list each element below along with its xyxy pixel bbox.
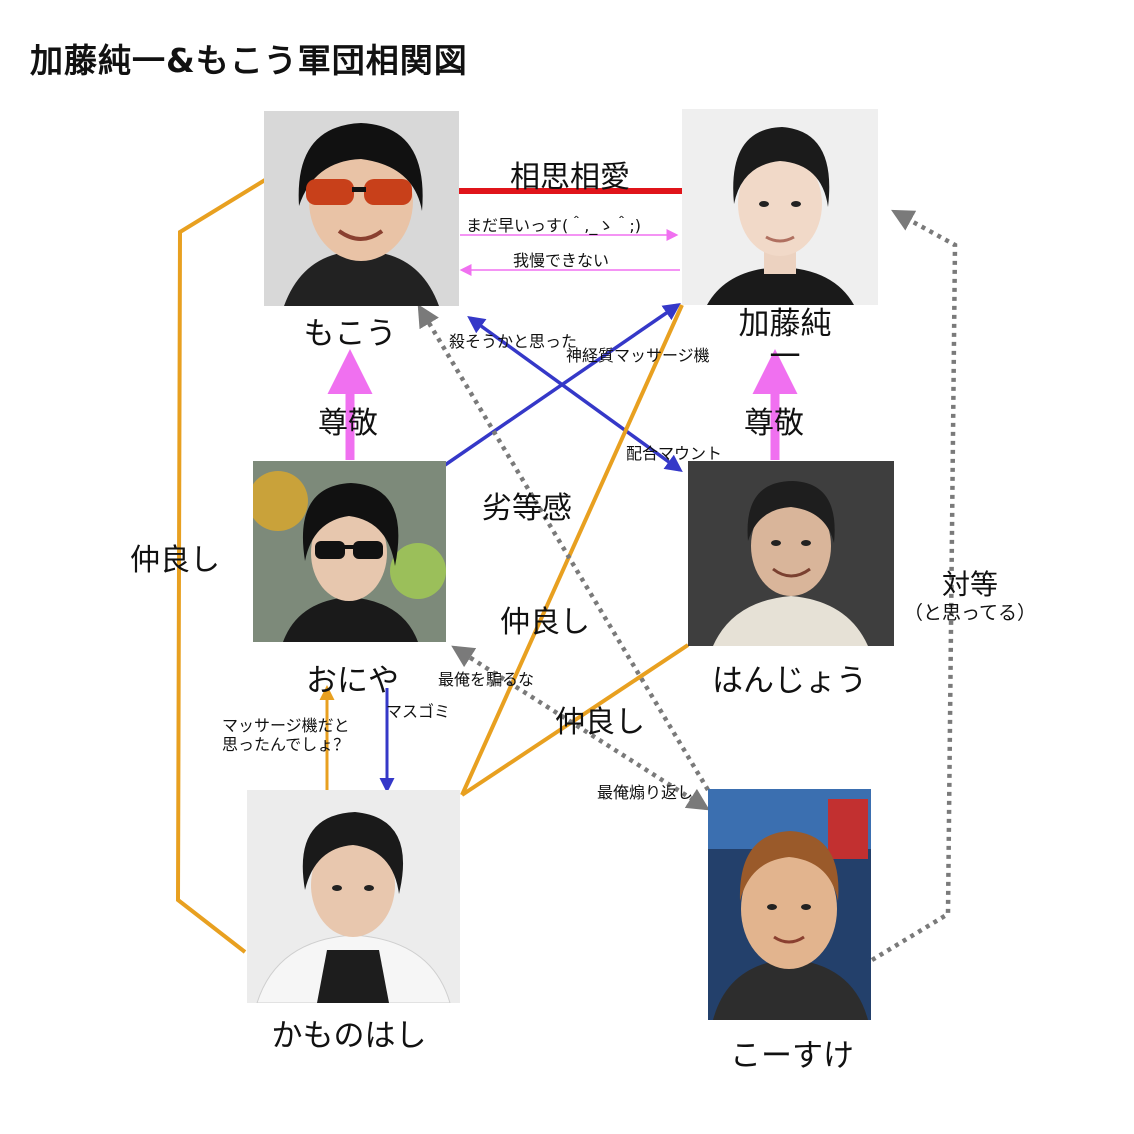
dotted-kosuke-to-kato [870,209,958,962]
kamonohashi-photo [247,790,460,1003]
label-mada-hayai: まだ早いっす(＾,_ゝ＾;) [466,216,641,235]
label-taitou-main: 対等 [941,568,998,601]
friend-line-mokou-kamonohashi [175,178,267,954]
name-kosuke: こーすけ [730,1038,854,1074]
hanjou-photo [688,461,894,646]
label-nakayoshi-low: 仲良し [555,705,645,740]
label-sonkei-left: 尊敬 [318,406,378,441]
name-oniya: おにや [306,663,399,699]
label-nakayoshi-mid: 仲良し [500,605,590,640]
label-shinkeishitsu: 神経質マッサージ機 [566,346,710,365]
label-soushi-souai: 相思相愛 [510,160,630,195]
name-kato: 加藤純一 [738,306,832,375]
label-rettoukan: 劣等感 [482,491,572,526]
oniya-photo [253,461,446,642]
label-nakayoshi-left: 仲良し [130,543,220,578]
name-kamonohashi: かものはし [271,1018,427,1054]
kosuke-photo [708,789,871,1020]
label-haigou-mount: 配合マウント [626,444,723,463]
label-taitou: 対等 （と思ってる） [900,568,1040,624]
name-mokou: もこう [303,316,397,352]
label-saiore-aori: 最俺煽り返し [597,783,694,802]
label-gaman: 我慢できない [513,251,610,270]
label-taitou-sub: （と思ってる） [903,601,1037,624]
label-massage-line2: 思ったんでしょ？ [222,735,350,755]
label-massage-line1: マッサージ機だと [222,716,350,735]
label-korosou: 殺そうかと思った [449,332,578,351]
label-massage: マッサージ機だと 思ったんでしょ？ [222,716,372,754]
mokou-photo [264,111,459,306]
arrow-mokou-hanjou [467,315,683,473]
page-title: 加藤純一&もこう軍団相関図 [30,41,468,80]
label-masugomi: マスゴミ [386,702,451,721]
kato-photo [682,109,878,305]
name-hanjou: はんじょう [712,663,867,699]
label-sonkei-right: 尊敬 [744,406,804,441]
label-saiore-damasu: 最俺を騙るな [438,670,535,689]
